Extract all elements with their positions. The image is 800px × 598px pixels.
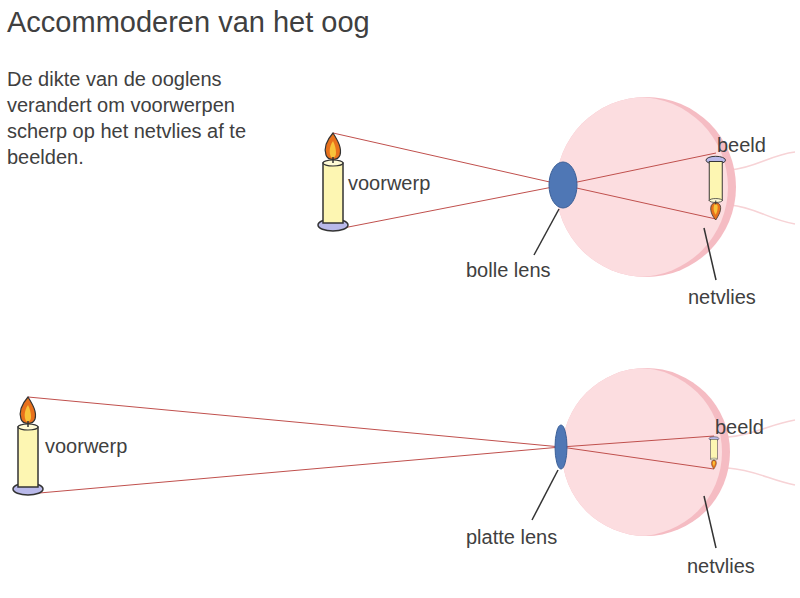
leader-line — [532, 470, 558, 520]
leader-line — [704, 228, 716, 280]
convex-lens — [549, 162, 577, 208]
candle-object — [318, 133, 348, 231]
part-label: beeld — [717, 133, 766, 157]
part-label: netvlies — [688, 285, 756, 309]
leader-line — [534, 209, 559, 255]
candle-object — [13, 397, 43, 495]
candle-image — [706, 156, 726, 220]
light-rays — [28, 397, 714, 494]
part-label: voorwerp — [348, 171, 430, 195]
flat-lens — [555, 425, 567, 469]
leader-line — [704, 496, 716, 548]
part-label: bolle lens — [466, 258, 551, 282]
candle-image — [709, 437, 719, 469]
part-label: beeld — [715, 415, 764, 439]
page-title: Accommoderen van het oog — [7, 6, 370, 39]
eyeball — [554, 368, 795, 536]
description-text: De dikte van de ooglens verandert om voo… — [7, 66, 297, 170]
eyeball — [548, 97, 795, 277]
part-label: platte lens — [466, 525, 557, 549]
part-label: voorwerp — [45, 434, 127, 458]
light-rays — [333, 133, 716, 230]
part-label: netvlies — [687, 554, 755, 578]
